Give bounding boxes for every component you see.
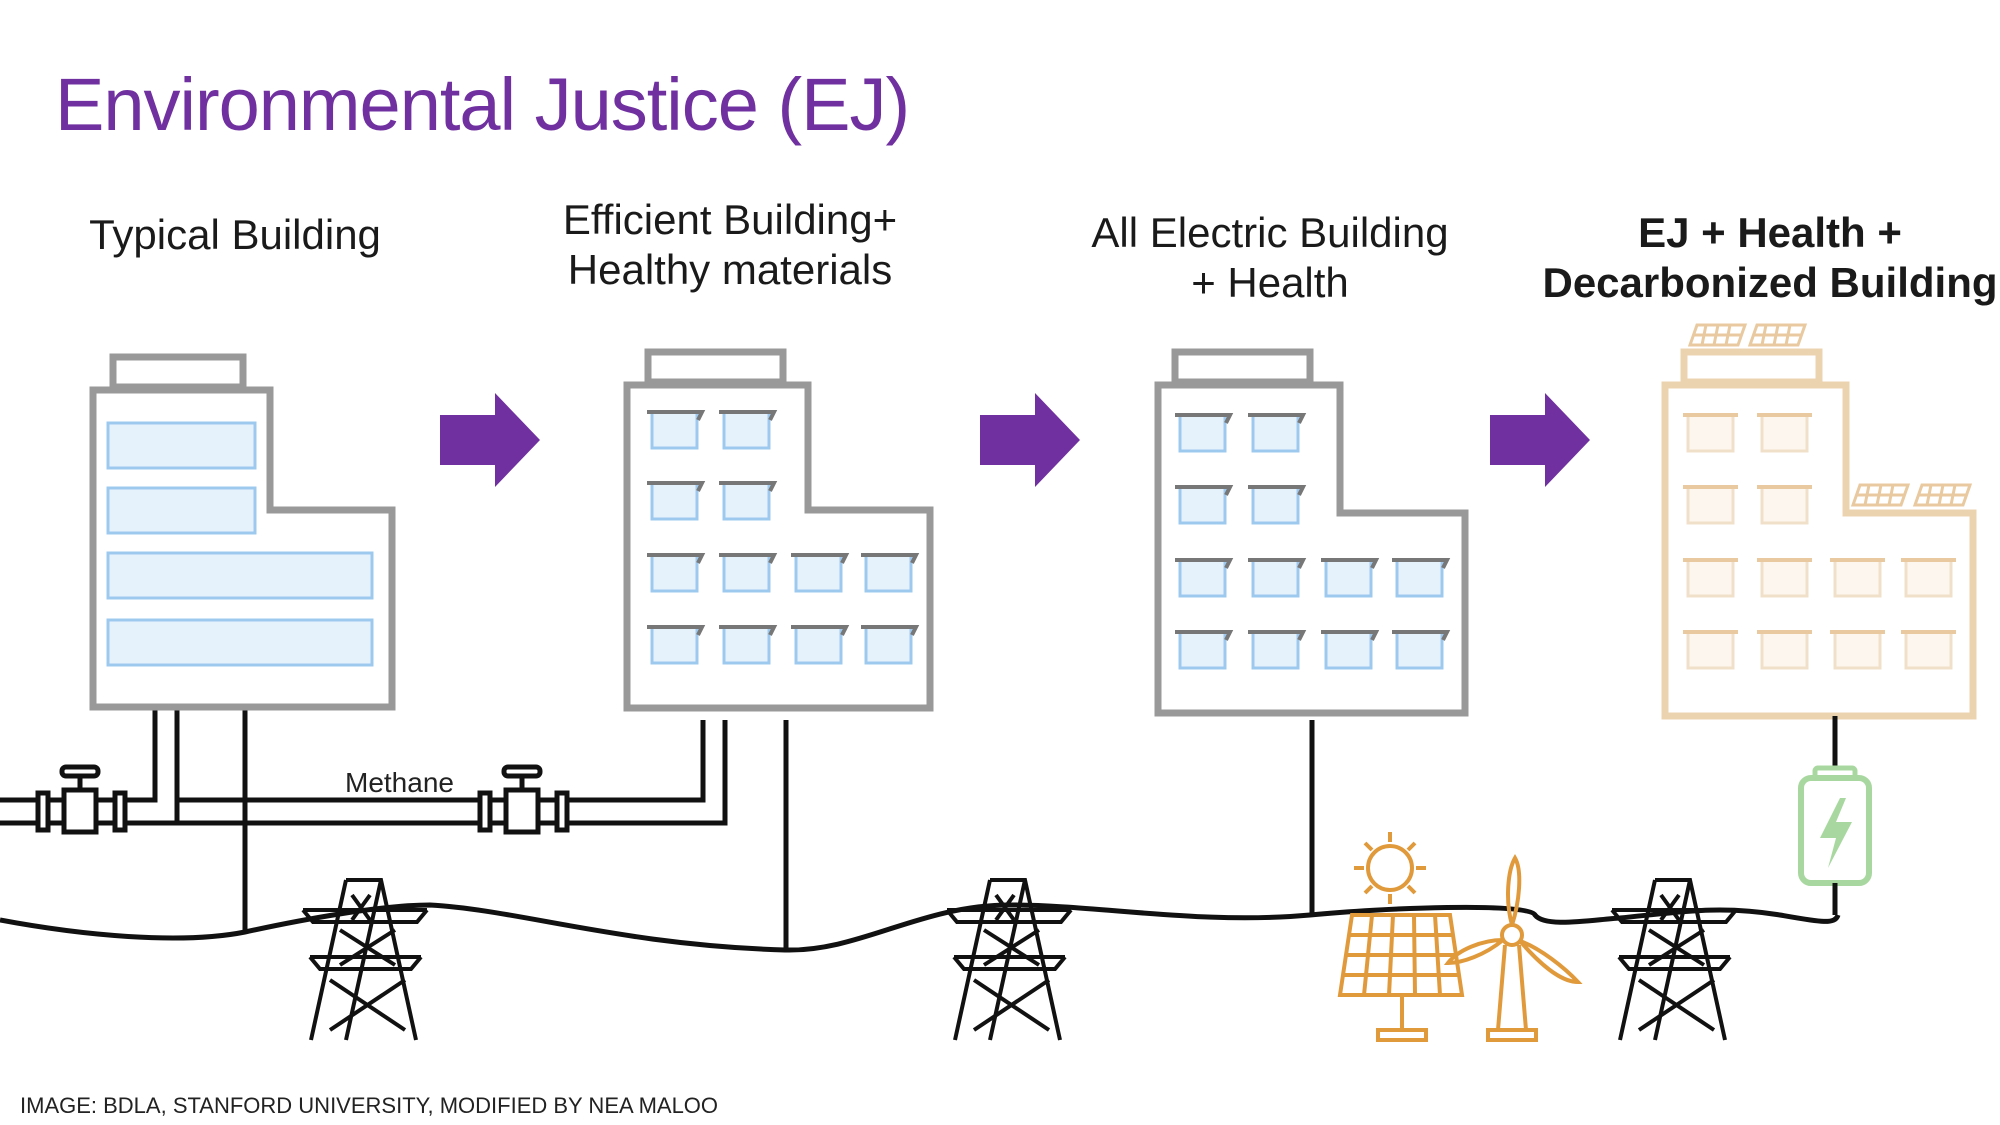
stage-label-line: Efficient Building+ (562, 196, 898, 243)
arrow-right-icon (980, 393, 1080, 487)
valve-icon (477, 764, 570, 835)
stage-label-line: Typical Building (89, 211, 381, 258)
stage-label-typical: Typical Building (30, 210, 440, 260)
transmission-tower-icon (945, 878, 1073, 1041)
stage-label-line: + Health (1191, 259, 1349, 306)
all-electric-building (1154, 348, 1469, 717)
window-grid (1178, 413, 1444, 670)
decarbonized-building (1661, 323, 1977, 720)
wind-turbine-icon (1443, 854, 1583, 1042)
stage-label-line: EJ + Health + (1638, 209, 1902, 256)
window-shade (1175, 413, 1451, 641)
methane-label: Methane (345, 767, 454, 798)
grid-wire (0, 902, 1841, 953)
transmission-tower-icon (301, 878, 429, 1041)
solar-panel-icon (1337, 913, 1465, 1042)
window (106, 618, 374, 667)
stage-label-decarbonized: EJ + Health + Decarbonized Building (1540, 208, 2000, 308)
stage-label-line: All Electric Building (1091, 209, 1449, 256)
stage-label-line: Healthy materials (567, 246, 893, 293)
window (106, 486, 257, 535)
solar-panel-icon (1687, 323, 1973, 507)
window-shade (647, 410, 920, 636)
valve-icon (35, 764, 128, 835)
image-credit: IMAGE: BDLA, STANFORD UNIVERSITY, MODIFI… (20, 1093, 719, 1118)
stage-label-all-electric: All Electric Building + Health (1060, 208, 1480, 308)
transmission-tower-icon (1610, 878, 1738, 1041)
window-shade (1683, 413, 1956, 634)
stage-label-efficient: Efficient Building+ Healthy materials (520, 195, 940, 295)
battery-icon (1798, 716, 1872, 915)
stage-label-line: Decarbonized Building (1542, 259, 1998, 306)
methane-pipe (0, 710, 728, 826)
window (106, 421, 257, 470)
typical-building (89, 353, 396, 711)
slide-title: Environmental Justice (EJ) (55, 63, 910, 146)
sun-icon (1354, 832, 1426, 904)
arrow-right-icon (1490, 393, 1590, 487)
arrow-right-icon (440, 393, 540, 487)
window (106, 551, 374, 600)
efficient-building (623, 348, 934, 712)
